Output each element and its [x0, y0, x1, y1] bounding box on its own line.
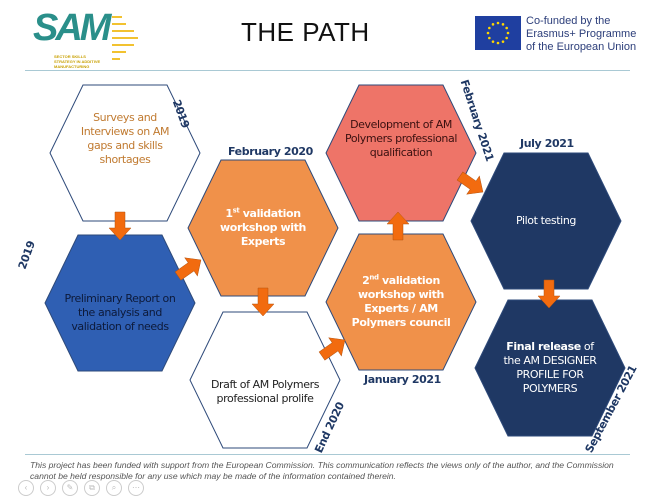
copy-icon[interactable]: ⧉	[84, 480, 100, 496]
eu-text-line: Erasmus+ Programme	[526, 28, 637, 40]
step-label-line: Pilot testing	[516, 214, 576, 227]
arrow-icon	[251, 287, 275, 317]
step-label-line: Preliminary Report on	[64, 292, 176, 305]
disclaimer: This project has been funded with suppor…	[30, 460, 614, 481]
step-date: January 2021	[364, 373, 441, 386]
step-label-line: Polymers council	[351, 316, 451, 329]
step-label-line: the AM DESIGNER	[503, 354, 597, 367]
eu-flag-icon	[475, 16, 521, 50]
previous-icon[interactable]: ‹	[18, 480, 34, 496]
step-label-line: 2nd validation	[362, 273, 440, 287]
step-label-line: 1st validation	[225, 206, 301, 220]
step-label-line: workshop with	[220, 221, 306, 234]
arrow-icon	[318, 337, 346, 361]
star-icon	[505, 26, 508, 30]
step-label-line: professional prolife	[216, 392, 314, 405]
star-icon	[491, 40, 495, 43]
step-label-line: Surveys and	[93, 111, 157, 124]
eu-text-line: of the European Union	[526, 41, 637, 53]
step-label-line: workshop with	[358, 288, 444, 301]
step-label-line: shortages	[99, 153, 151, 166]
step-label-line: Development of AM	[350, 118, 452, 131]
star-icon	[491, 23, 495, 26]
star-icon	[488, 36, 491, 40]
step-date: July 2021	[520, 137, 574, 150]
arrow-icon	[386, 211, 410, 241]
step-label: Pilot testing	[481, 214, 611, 228]
step-hexagon	[189, 311, 341, 449]
step-label-line: Interviews on AM	[80, 125, 170, 138]
step-label-line: POLYMERS	[522, 382, 578, 395]
step-label-line: qualification	[369, 146, 433, 159]
arrow-icon	[537, 279, 561, 309]
star-icon	[505, 36, 508, 40]
arrow-icon	[174, 257, 202, 281]
star-icon	[506, 31, 510, 35]
header-divider	[25, 70, 630, 71]
arrow-icon	[108, 211, 132, 241]
step-label-line: Experts / AM	[364, 302, 438, 315]
pen-icon[interactable]: ✎	[62, 480, 78, 496]
arrow-icon	[456, 171, 484, 195]
star-icon	[486, 31, 490, 35]
next-icon[interactable]: ›	[40, 480, 56, 496]
star-icon	[488, 26, 491, 30]
sam-logo-subtitle: SECTOR SKILLS STRATEGY IN ADDITIVE MANUF…	[54, 54, 101, 69]
step-hexagon	[474, 299, 626, 437]
step-label-line: Draft of AM Polymers	[210, 378, 320, 391]
star-icon	[501, 40, 505, 43]
eu-cofunded-text: Co-funded by the Erasmus+ Programme of t…	[526, 15, 636, 54]
step-label-line: validation of needs	[71, 320, 169, 333]
page-title: THE PATH	[241, 17, 370, 47]
sam-logo-lines	[112, 16, 138, 60]
step-label-line: the analysis and	[78, 306, 162, 319]
star-icon	[501, 23, 505, 26]
step-hexagon	[325, 233, 477, 371]
eu-text-line: Co-funded by the	[526, 15, 611, 27]
step-hexagon	[49, 84, 201, 222]
step-label-line: gaps and skills	[87, 139, 163, 152]
zoom-icon[interactable]: ⌕	[106, 480, 122, 496]
step-hexagon	[470, 152, 622, 290]
star-icon	[496, 21, 500, 25]
star-icon	[496, 41, 500, 45]
sam-logo: SAM	[33, 7, 111, 49]
step-label-line: PROFILE FOR	[516, 368, 584, 381]
step-hexagon	[187, 159, 339, 297]
step-date: February 2020	[228, 145, 313, 158]
step-label-line: Final release of	[506, 340, 594, 353]
footer-divider	[25, 454, 630, 455]
step-hexagon	[44, 234, 196, 372]
step-label-line: Experts	[240, 235, 286, 248]
step-hexagon	[325, 84, 477, 222]
more-icon[interactable]: ⋯	[128, 480, 144, 496]
step-label-line: Polymers professional	[344, 132, 458, 145]
